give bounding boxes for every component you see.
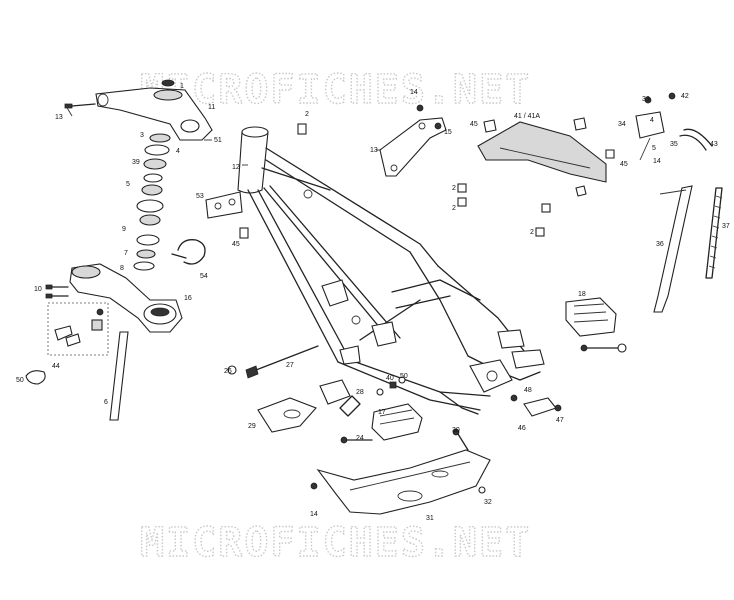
callout-10: 10 [34,286,42,293]
hardware-kit-44 [47,302,109,356]
callout-50: 50 [16,377,24,384]
bolt-30-32 [452,428,486,494]
sidestand-bracket-34 [635,92,676,139]
callout-42: 42 [681,93,689,100]
callout-2c: 2 [452,205,456,212]
callout-2b: 2 [452,185,456,192]
clip-50 [25,370,46,385]
chain-guide-46 [510,394,562,417]
callout-39: 39 [132,159,140,166]
top-triple-clamp [95,79,213,141]
callout-31: 31 [426,515,434,522]
watermark-top: MICROFICHES.NET [140,67,531,113]
callout-7: 7 [124,250,128,257]
skid-plate-29 [257,397,317,433]
steering-stem-bearings [133,133,171,271]
engine-bracket-13 [379,104,447,177]
callout-14b: 14 [653,158,661,165]
callout-15: 15 [444,129,452,136]
callout-46: 46 [518,425,526,432]
callout-45c: 45 [620,161,628,168]
callout-16: 16 [184,295,192,302]
callout-26: 26 [224,368,232,375]
long-bolt-27 [227,345,319,379]
callout-45a: 45 [232,241,240,248]
main-frame [237,126,545,415]
bolt-40-17 [376,376,406,396]
callout-48: 48 [524,387,532,394]
callout-14: 14 [410,89,418,96]
callout-6: 6 [104,399,108,406]
clamp-bolts-10 [45,284,69,299]
callout-18: 18 [578,291,586,298]
callout-2: 2 [305,111,309,118]
callout-labels: 1 2 3 4 5 6 7 8 9 10 11 12 13 13 14 14 1… [16,83,730,522]
clip-45-small [483,117,615,197]
steering-stem-6 [109,331,129,421]
bracket-43 [679,128,713,151]
callout-5: 5 [126,181,130,188]
callout-53: 53 [196,193,204,200]
footpeg-18 [565,297,627,353]
callout-2d: 2 [530,229,534,236]
callout-4: 4 [176,148,180,155]
callout-51: 51 [214,137,222,144]
callout-27: 27 [286,362,294,369]
callout-4b: 4 [650,117,654,124]
callout-24: 24 [356,435,364,442]
callout-43: 43 [710,141,718,148]
callout-32: 32 [484,499,492,506]
callout-47: 47 [556,417,564,424]
clips-2 [239,123,551,239]
footpeg-24 [339,395,423,444]
callout-40: 40 [386,375,394,382]
watermark-bottom: MICROFICHES.NET [140,520,531,566]
callout-36: 36 [656,241,664,248]
sidestand-36 [653,185,693,313]
callout-11: 11 [208,104,215,111]
spring-37 [705,187,723,279]
callout-34: 34 [618,121,626,128]
rear-fender-41 [477,121,607,183]
callout-30: 30 [452,427,460,434]
callout-14c: 14 [310,511,318,518]
guard-28 [319,379,351,405]
callout-5b: 5 [652,145,656,152]
callout-45b: 45 [470,121,478,128]
hose-clamp-54 [171,239,206,265]
bottom-triple-clamp [69,263,183,333]
callout-3: 3 [140,132,144,139]
callout-44: 44 [52,363,60,370]
callout-37: 37 [722,223,730,230]
callout-50b: 50 [400,373,408,380]
callout-29: 29 [248,423,256,430]
callout-1: 1 [180,83,184,90]
bolt-13 [64,103,96,109]
callout-12: 12 [232,164,240,171]
callout-28: 28 [356,389,364,396]
callout-33: 33 [642,96,650,103]
callout-13b: 13 [370,147,378,154]
callout-41: 41 / 41A [514,113,540,120]
callout-17: 17 [378,409,386,416]
callout-35: 35 [670,141,678,148]
leader-lines [65,105,651,166]
callout-13: 13 [55,114,63,121]
callout-9: 9 [122,226,126,233]
bash-plate-31 [310,449,491,515]
callout-54: 54 [200,273,208,280]
callout-8: 8 [120,265,124,272]
bracket-53 [205,191,243,219]
